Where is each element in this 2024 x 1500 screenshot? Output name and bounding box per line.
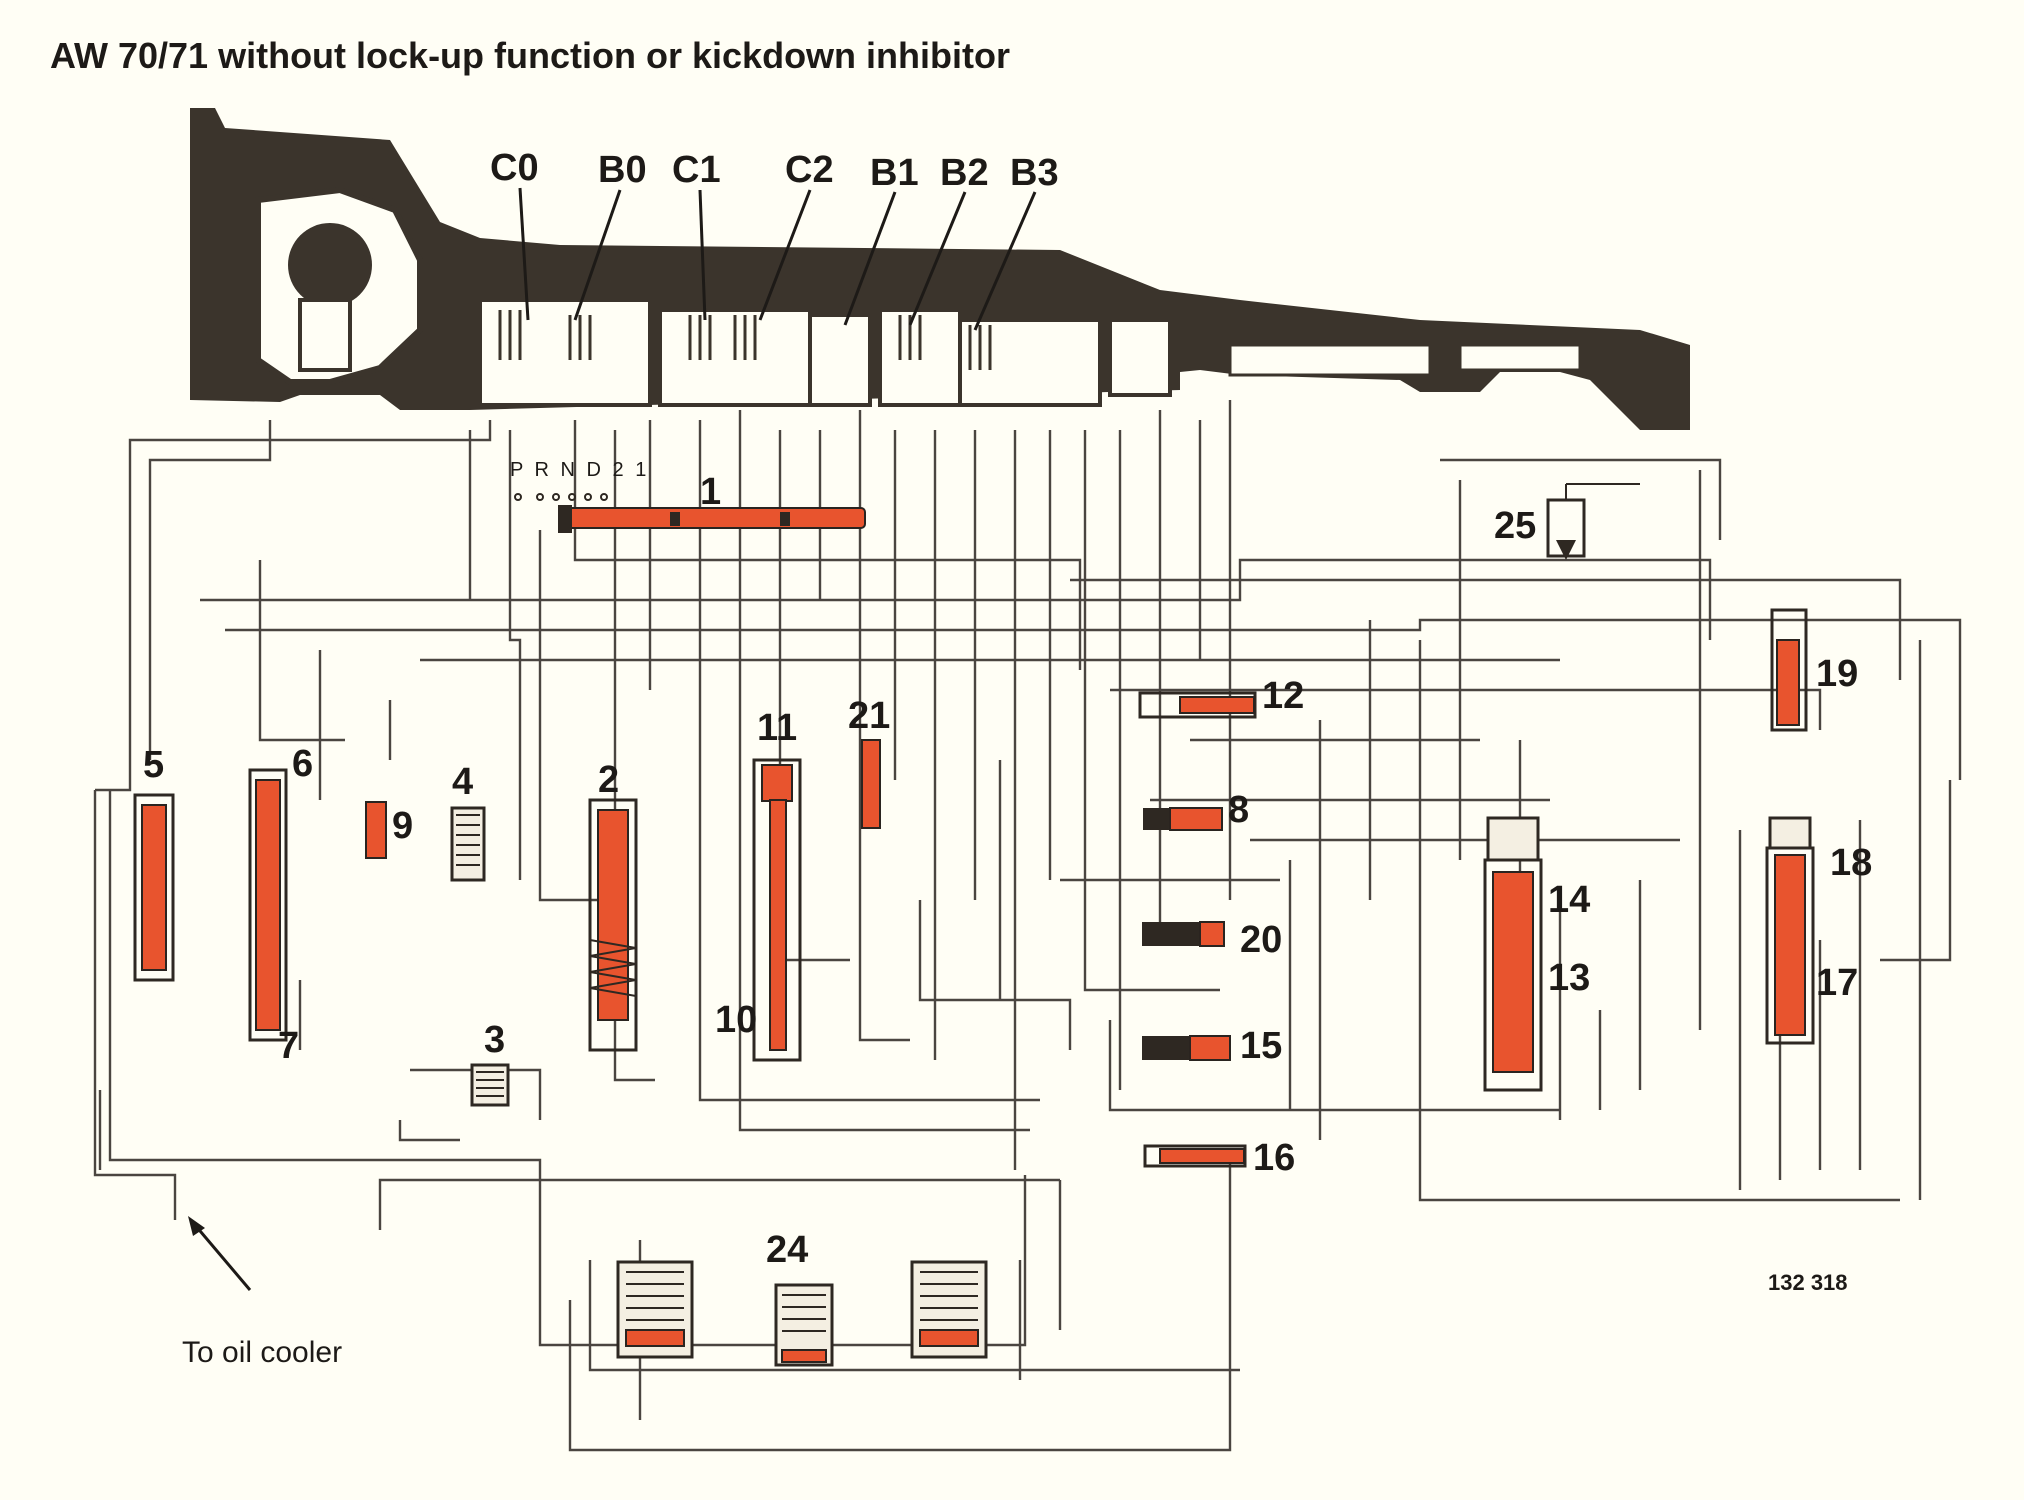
label-c0: C0 [490, 147, 539, 189]
valve-2: 2 [588, 759, 638, 1052]
valve-17-18: 18 17 [1765, 816, 1872, 1045]
solenoid-25: 25 [1494, 483, 1640, 560]
valve-21: 21 [848, 695, 890, 829]
label-14: 14 [1548, 879, 1590, 921]
label-2: 2 [598, 759, 619, 801]
valve-12: 12 [1138, 675, 1304, 719]
valve-10-11: 11 10 [715, 707, 802, 1062]
label-8: 8 [1228, 789, 1249, 831]
label-9: 9 [392, 805, 413, 847]
label-1: 1 [700, 471, 721, 513]
clutch-labels: C0 B0 C1 C2 B1 B2 B3 [490, 147, 1059, 331]
valve-16: 16 [1143, 1137, 1295, 1179]
valve-19: 19 [1770, 608, 1858, 732]
label-21: 21 [848, 695, 890, 737]
valve-13-14: 14 13 [1483, 816, 1590, 1092]
label-c1: C1 [672, 149, 721, 191]
label-20: 20 [1240, 919, 1282, 961]
valve-15: 15 [1142, 1025, 1282, 1067]
label-10: 10 [715, 999, 757, 1041]
valve-8: 8 [1143, 789, 1249, 831]
label-b0: B0 [598, 149, 647, 191]
label-18: 18 [1830, 842, 1872, 884]
valve-6-7: 6 7 [248, 743, 313, 1067]
oil-cooler-note: To oil cooler [182, 1336, 342, 1369]
label-24: 24 [766, 1229, 808, 1271]
label-b3: B3 [1010, 152, 1059, 194]
label-16: 16 [1253, 1137, 1295, 1179]
selector-positions: P R N D 2 1 [510, 459, 649, 481]
label-c2: C2 [785, 149, 834, 191]
label-15: 15 [1240, 1025, 1282, 1067]
label-17: 17 [1816, 962, 1858, 1004]
label-7: 7 [278, 1025, 299, 1067]
label-3: 3 [484, 1019, 505, 1061]
label-b1: B1 [870, 152, 919, 194]
label-13: 13 [1548, 957, 1590, 999]
label-12: 12 [1262, 675, 1304, 717]
valve-3: 3 [470, 1019, 510, 1107]
label-6: 6 [292, 743, 313, 785]
label-25: 25 [1494, 505, 1536, 547]
accumulators-24: 24 [616, 1229, 988, 1367]
valve-4: 4 [450, 761, 486, 882]
transmission-housing [190, 108, 1690, 430]
label-19: 19 [1816, 653, 1858, 695]
figure-number: 132 318 [1768, 1270, 1848, 1295]
label-4: 4 [452, 761, 473, 803]
diagram-title: AW 70/71 without lock-up function or kic… [50, 35, 1010, 76]
label-b2: B2 [940, 152, 989, 194]
valve-20: 20 [1142, 919, 1282, 961]
cooler-arrow: To oil cooler [182, 1216, 342, 1369]
hydraulic-lines [93, 400, 1962, 1452]
valve-9: 9 [365, 801, 413, 859]
label-5: 5 [143, 744, 164, 786]
manual-valve-1: P R N D 2 1 1 [510, 459, 866, 533]
label-11: 11 [757, 707, 797, 749]
valve-5: 5 [133, 744, 175, 982]
